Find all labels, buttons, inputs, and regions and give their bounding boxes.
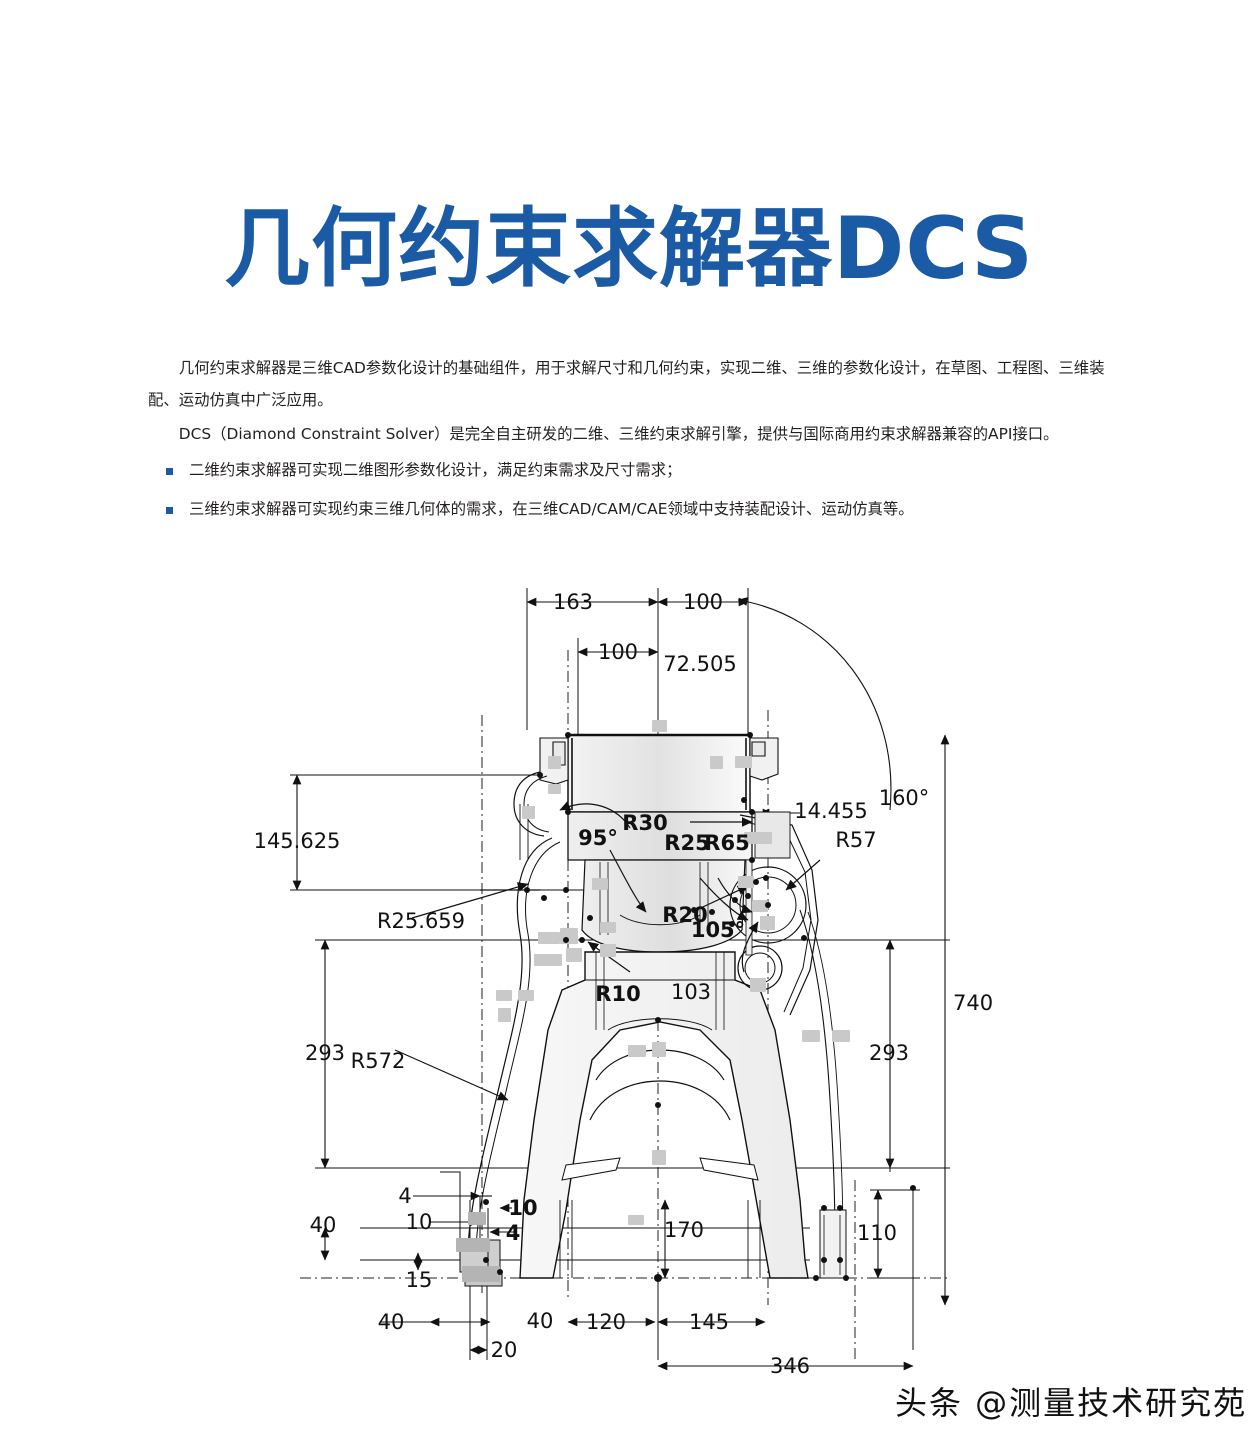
part-right-flank-arcs [799, 909, 844, 1253]
dim-label-100-right: 100 [683, 590, 723, 614]
dim-label-95deg: 95° [578, 826, 618, 850]
dim-label-145625: 145.625 [254, 829, 341, 853]
dim-label-346: 346 [770, 1354, 810, 1378]
intro-paragraph-2: DCS（Diamond Constraint Solver）是完全自主研发的二维… [178, 425, 1059, 443]
dim-label-170: 170 [664, 1218, 704, 1242]
dim-label-R30: R30 [622, 811, 667, 835]
dim-label-120: 120 [586, 1310, 626, 1334]
bullet-label: 二维约束求解器可实现二维图形参数化设计，满足约束需求及尺寸需求； [189, 461, 682, 479]
dim-label-40-left: 40 [310, 1213, 337, 1237]
dim-160deg [737, 597, 892, 811]
dim-label-100-inner: 100 [598, 640, 638, 664]
dim-label-145: 145 [689, 1310, 729, 1334]
dim-label-R25: R25 [664, 831, 709, 855]
dim-label-4-upper: 4 [398, 1184, 411, 1208]
intro-paragraphs: 几何约束求解器是三维CAD参数化设计的基础组件，用于求解尺寸和几何约束，实现二维… [148, 352, 1128, 452]
dim-label-740: 740 [953, 991, 993, 1015]
dim-label-40-bottomleft: 40 [378, 1310, 405, 1334]
intro-paragraph-1: 几何约束求解器是三维CAD参数化设计的基础组件，用于求解尺寸和几何约束，实现二维… [148, 359, 1105, 409]
dim-label-4-lower: 4 [506, 1221, 521, 1245]
bullet-square-icon [166, 507, 173, 514]
dim-label-10-right: 10 [508, 1196, 537, 1220]
watermark: 头条 @测量技术研究苑 [895, 1384, 1248, 1422]
dim-label-163: 163 [553, 590, 593, 614]
dim-label-R572: R572 [351, 1049, 406, 1073]
bullet-square-icon [166, 468, 173, 475]
dim-label-110: 110 [857, 1221, 897, 1245]
dim-15 [365, 1252, 540, 1271]
list-item: 二维约束求解器可实现二维图形参数化设计，满足约束需求及尺寸需求； [148, 458, 1128, 482]
dim-label-40-lowerright: 40 [527, 1309, 554, 1333]
bullet-label: 三维约束求解器可实现约束三维几何体的需求，在三维CAD/CAM/CAE领域中支持… [189, 500, 914, 518]
dim-label-105deg: 105° [691, 918, 745, 942]
feature-bullet-list: 二维约束求解器可实现二维图形参数化设计，满足约束需求及尺寸需求； 三维约束求解器… [148, 458, 1128, 536]
dim-label-293-left: 293 [305, 1041, 345, 1065]
dim-label-160deg: 160° [879, 786, 930, 810]
dim-label-R57: R57 [835, 828, 876, 852]
page-title: 几何约束求解器DCS [223, 198, 1035, 299]
dim-label-293-right: 293 [869, 1041, 909, 1065]
dim-label-R25659: R25.659 [377, 909, 465, 933]
part-lower-trunk [519, 951, 809, 1279]
dim-label-14455: 14.455 [794, 799, 867, 823]
dim-label-R10: R10 [595, 982, 640, 1006]
constraint-points [483, 732, 916, 1282]
dim-label-10-left: 10 [406, 1210, 433, 1234]
dim-label-R65: R65 [704, 831, 749, 855]
dim-label-72505: 72.505 [663, 652, 736, 676]
engineering-drawing: 163 100 100 72.505 14.455 160° R30 95° R… [0, 560, 1258, 1410]
list-item: 三维约束求解器可实现约束三维几何体的需求，在三维CAD/CAM/CAE领域中支持… [148, 497, 1128, 521]
constraint-glyphs [456, 720, 850, 1282]
dim-label-15: 15 [406, 1268, 433, 1292]
dim-label-103: 103 [671, 980, 711, 1004]
dim-label-20: 20 [491, 1338, 518, 1362]
dim-label-R20: R20 [662, 903, 707, 927]
